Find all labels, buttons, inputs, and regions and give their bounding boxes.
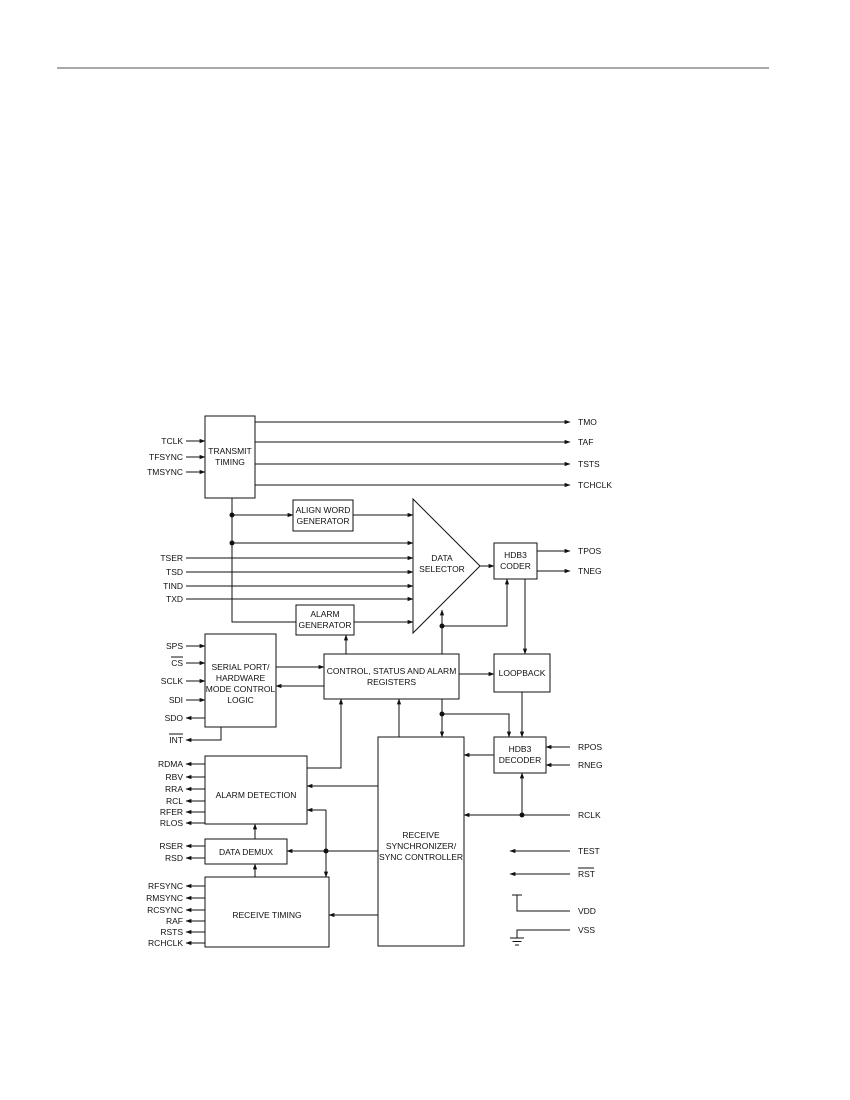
rcsync-label: RCSYNC xyxy=(147,905,183,915)
receive-timing-block xyxy=(204,876,330,948)
rra-label: RRA xyxy=(165,784,183,794)
control-registers-block xyxy=(323,653,460,700)
control-to-coder xyxy=(442,578,510,627)
serial-port-label-2: HARDWARE xyxy=(216,673,266,683)
sps-label: SPS xyxy=(166,641,183,651)
transmit-timing-label-1: TRANSMIT xyxy=(208,446,251,456)
serial-port-label-3: MODE CONTROL xyxy=(206,684,276,694)
rsd-label: RSD xyxy=(165,853,183,863)
alarm-generator-block xyxy=(295,604,355,636)
raf-label: RAF xyxy=(166,916,183,926)
control-to-decoder xyxy=(442,713,512,738)
rpos-label: RPOS xyxy=(578,742,602,752)
rser-label: RSER xyxy=(159,841,183,851)
rchclk-label: RCHCLK xyxy=(148,938,183,948)
tsts-label: TSTS xyxy=(578,459,600,469)
data-selector-block xyxy=(412,497,481,635)
transmit-timing-block xyxy=(204,415,256,499)
serial-port-label-1: SERIAL PORT/ xyxy=(211,662,270,672)
alarm-det-to-control xyxy=(307,698,344,769)
receive-sync-label-3: SYNC CONTROLLER xyxy=(379,852,463,862)
tpos-label: TPOS xyxy=(578,546,601,556)
data-demux-block xyxy=(204,838,288,865)
sdo-label: SDO xyxy=(165,713,184,723)
tser-label: TSER xyxy=(160,553,183,563)
hdb3-coder-label-1: HDB3 xyxy=(504,550,527,560)
tind-label: TIND xyxy=(163,581,183,591)
loopback-block xyxy=(493,653,551,693)
tneg-label: TNEG xyxy=(578,566,602,576)
vdd-line xyxy=(516,895,570,912)
hdb3-coder-label-2: CODER xyxy=(500,561,531,571)
tsd-label: TSD xyxy=(166,567,183,577)
alarm-detection-label: ALARM DETECTION xyxy=(216,790,297,800)
int-label: INT xyxy=(169,735,183,745)
alarm-detection-block xyxy=(204,755,308,825)
int-line xyxy=(185,727,222,743)
loopback-label: LOOPBACK xyxy=(499,668,546,678)
serial-port-label-4: LOGIC xyxy=(227,695,253,705)
control-registers-label-2: REGISTERS xyxy=(367,677,416,687)
align-word-label-2: GENERATOR xyxy=(296,516,349,526)
rsts-label: RSTS xyxy=(160,927,183,937)
tmo-label: TMO xyxy=(578,417,597,427)
hdb3-decoder-label-2: DECODER xyxy=(499,755,542,765)
hdb3-coder-block xyxy=(493,542,538,580)
hdb3-decoder-label-1: HDB3 xyxy=(509,744,532,754)
align-word-generator-block xyxy=(292,499,354,532)
receive-sync-label-2: SYNCHRONIZER/ xyxy=(386,841,457,851)
vss-label: VSS xyxy=(578,925,595,935)
test-label: TEST xyxy=(578,846,600,856)
control-registers-label-1: CONTROL, STATUS AND ALARM xyxy=(327,666,457,676)
data-selector-label-2: SELECTOR xyxy=(419,564,465,574)
tclk-label: TCLK xyxy=(161,436,183,446)
sclk-label: SCLK xyxy=(161,676,184,686)
rlos-label: RLOS xyxy=(160,818,183,828)
rfer-label: RFER xyxy=(160,807,183,817)
receive-timing-label: RECEIVE TIMING xyxy=(232,910,301,920)
vdd-label: VDD xyxy=(578,906,596,916)
txd-label: TXD xyxy=(166,594,183,604)
rcl-label: RCL xyxy=(166,796,183,806)
taf-label: TAF xyxy=(578,437,593,447)
data-demux-label: DATA DEMUX xyxy=(219,847,273,857)
receive-sync-block xyxy=(377,736,465,947)
rmsync-label: RMSYNC xyxy=(146,893,183,903)
tx-timing-trunk xyxy=(231,498,296,623)
tmsync-label: TMSYNC xyxy=(147,467,183,477)
rbv-label: RBV xyxy=(166,772,184,782)
rdma-label: RDMA xyxy=(158,759,183,769)
rst-label: RST xyxy=(578,869,595,879)
alarm-generator-label-1: ALARM xyxy=(310,609,339,619)
rneg-label: RNEG xyxy=(578,760,603,770)
rclk-label: RCLK xyxy=(578,810,601,820)
sdi-label: SDI xyxy=(169,695,183,705)
align-word-label-1: ALIGN WORD xyxy=(296,505,351,515)
tfsync-label: TFSYNC xyxy=(149,452,183,462)
vss-line xyxy=(516,929,570,938)
receive-sync-label-1: RECEIVE xyxy=(402,830,440,840)
data-selector-label-1: DATA xyxy=(431,553,453,563)
transmit-timing-label-2: TIMING xyxy=(215,457,245,467)
tchclk-label: TCHCLK xyxy=(578,480,612,490)
cs-label: CS xyxy=(171,658,183,668)
serial-port-block xyxy=(204,633,277,728)
rfsync-label: RFSYNC xyxy=(148,881,183,891)
alarm-generator-label-2: GENERATOR xyxy=(298,620,351,630)
